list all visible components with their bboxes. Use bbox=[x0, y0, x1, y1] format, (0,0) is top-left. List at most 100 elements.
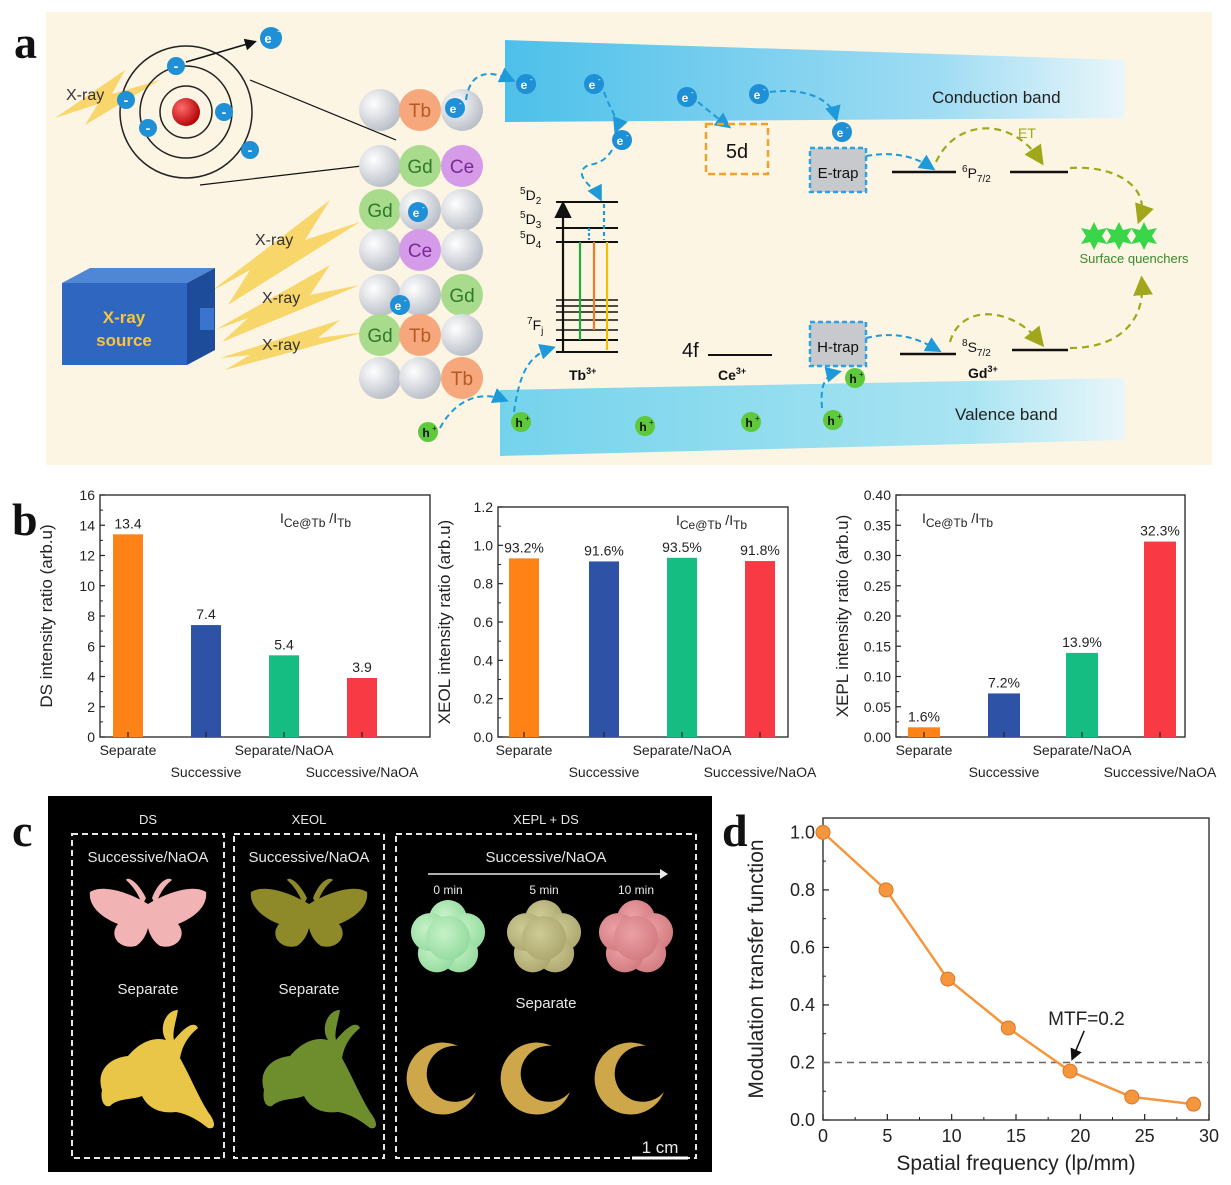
y-tick-label: 0.35 bbox=[864, 517, 891, 533]
svg-text:+: + bbox=[755, 414, 760, 423]
mtf-data-point bbox=[1000, 1020, 1016, 1036]
ds-group-title: DS bbox=[139, 812, 157, 827]
svg-text:-: - bbox=[277, 26, 280, 36]
electron-trap-box bbox=[808, 146, 868, 194]
svg-text:e: e bbox=[450, 102, 457, 116]
lattice-ball bbox=[399, 357, 441, 399]
xepl-moon-samples bbox=[406, 1042, 664, 1115]
lattice-ball bbox=[441, 229, 483, 271]
y-tick-label: 0.4 bbox=[790, 995, 815, 1015]
category-label: Successive/NaOA bbox=[1104, 764, 1217, 780]
xeol-top-label: Successive/NaOA bbox=[249, 849, 370, 866]
tb-transitions bbox=[554, 200, 609, 352]
bar-value-label: 7.2% bbox=[988, 674, 1020, 690]
bar bbox=[509, 558, 539, 737]
hole-icon: h+ bbox=[741, 412, 761, 432]
ds-top-label: Successive/NaOA bbox=[88, 849, 209, 866]
x-tick-label: 25 bbox=[1135, 1126, 1155, 1146]
atom-icon: - - - - - bbox=[117, 38, 397, 186]
surface-quenchers-label: Surface quenchers bbox=[1079, 251, 1189, 266]
y-tick-label: 0.2 bbox=[790, 1052, 815, 1072]
y-tick-label: 0.05 bbox=[864, 699, 891, 715]
tb-ion-label: Tb3+ bbox=[569, 366, 596, 383]
y-tick-label: 0.15 bbox=[864, 638, 891, 654]
svg-text:-: - bbox=[598, 75, 601, 84]
svg-text:e: e bbox=[413, 206, 420, 220]
xray-label-top: X-ray bbox=[66, 87, 104, 104]
panel-label-b: b bbox=[12, 494, 38, 545]
lattice-ball bbox=[359, 145, 401, 187]
xray-luminescence-mechanism-diagram: Conduction band Valence band X-ray X-ray… bbox=[46, 12, 1212, 465]
electron-icon: e- bbox=[445, 98, 465, 118]
mtf-data-point bbox=[940, 971, 956, 987]
y-tick-label: 4 bbox=[87, 669, 95, 685]
y-tick-label: 0.6 bbox=[474, 614, 494, 630]
svg-text:e: e bbox=[837, 126, 844, 140]
x-tick-label: 30 bbox=[1199, 1126, 1219, 1146]
y-tick-label: 6 bbox=[87, 638, 95, 654]
y-axis-label: Modulation transfer function bbox=[745, 839, 768, 1098]
xepl-flower-samples bbox=[410, 900, 674, 973]
moon-sample-2 bbox=[594, 1042, 664, 1115]
lattice-ion-label: Gd bbox=[367, 201, 392, 222]
hole-icon: h+ bbox=[418, 422, 438, 442]
svg-text:h: h bbox=[827, 414, 834, 428]
bar bbox=[347, 678, 377, 737]
svg-text:e: e bbox=[617, 134, 624, 148]
y-tick-label: 0.8 bbox=[474, 576, 494, 592]
category-label: Successive bbox=[969, 764, 1040, 780]
flower-sample-2 bbox=[598, 900, 674, 973]
y-tick-label: 0.0 bbox=[790, 1110, 815, 1130]
lattice-ion-label: Gd bbox=[367, 326, 392, 347]
y-axis-label: XEOL intensity ratio (arb.u) bbox=[435, 520, 454, 724]
lattice-ball bbox=[441, 314, 483, 356]
lattice-ion-gd bbox=[399, 145, 441, 187]
svg-text:-: - bbox=[174, 58, 179, 74]
bar bbox=[269, 655, 299, 737]
lattice-ion-label: Tb bbox=[451, 369, 473, 390]
svg-text:e: e bbox=[395, 299, 402, 313]
mtf-data-point bbox=[878, 882, 894, 898]
y-tick-label: 0.00 bbox=[864, 729, 891, 745]
lattice-ion-gd bbox=[359, 189, 401, 231]
category-label: Separate bbox=[100, 742, 157, 758]
lattice-ball bbox=[359, 89, 401, 131]
lattice-ball bbox=[359, 357, 401, 399]
y-axis-label: DS intensity ratio (arb.u) bbox=[37, 524, 56, 707]
moon-sample-0 bbox=[406, 1042, 476, 1115]
valence-band-label: Valence band bbox=[955, 405, 1058, 424]
time-label-0: 0 min bbox=[433, 883, 462, 897]
y-tick-label: 0.10 bbox=[864, 669, 891, 685]
x-tick-label: 10 bbox=[942, 1126, 962, 1146]
bar-value-label: 91.8% bbox=[740, 542, 780, 558]
svg-text:h: h bbox=[849, 372, 856, 386]
svg-text:e: e bbox=[589, 78, 596, 92]
bar-value-label: 93.2% bbox=[504, 539, 544, 555]
xeol-group-box bbox=[233, 833, 385, 1159]
hole-trap-label: H-trap bbox=[817, 339, 859, 356]
bar bbox=[191, 625, 221, 737]
electron-icon: e- bbox=[612, 130, 632, 150]
lattice-ion-gd bbox=[359, 314, 401, 356]
mtf-annotation-arrow bbox=[1070, 1030, 1085, 1061]
xeol-group-title: XEOL bbox=[292, 812, 327, 827]
mtf-data-point bbox=[1062, 1063, 1078, 1079]
lattice-ion-label: Ce bbox=[408, 241, 432, 262]
time-label-5: 5 min bbox=[529, 883, 558, 897]
ds-group-box bbox=[71, 833, 225, 1159]
lattice-ion-label: Gd bbox=[407, 157, 432, 178]
valence-band bbox=[500, 378, 1125, 456]
lattice-ion-label: Ce bbox=[450, 157, 474, 178]
svg-text:5D2: 5D2 bbox=[520, 186, 542, 207]
svg-text:7Fj: 7Fj bbox=[527, 316, 543, 337]
svg-text:-: - bbox=[763, 85, 766, 94]
moon-sample-1 bbox=[500, 1042, 570, 1115]
lattice-ion-label: Gd bbox=[449, 286, 474, 307]
electron-icon: e- bbox=[390, 295, 410, 315]
ds-bottom-label: Separate bbox=[118, 981, 179, 998]
y-tick-label: 16 bbox=[79, 487, 95, 503]
y-tick-label: 12 bbox=[79, 548, 95, 564]
electron-icon: e- bbox=[677, 87, 697, 107]
svg-text:e: e bbox=[521, 78, 528, 92]
category-label: Successive/NaOA bbox=[306, 764, 419, 780]
